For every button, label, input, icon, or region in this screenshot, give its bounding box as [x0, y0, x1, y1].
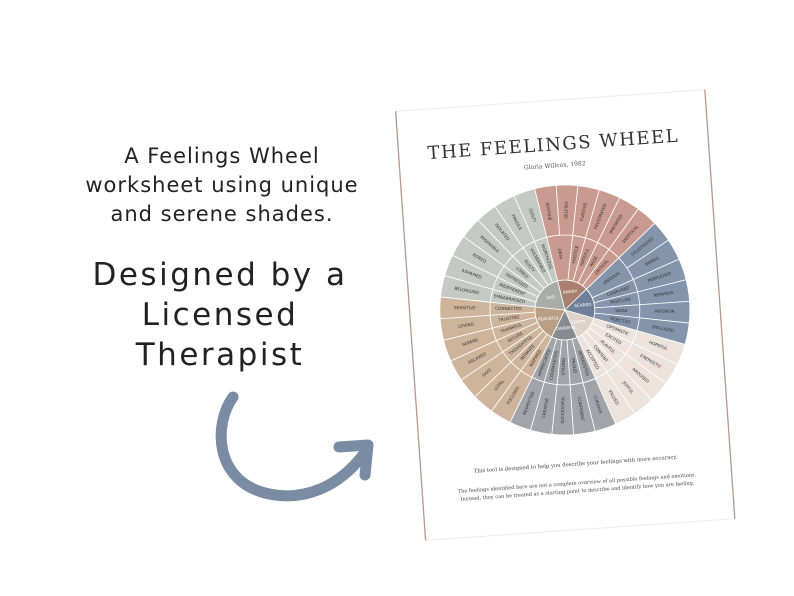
wheel-mid-label: REJECTED: [610, 316, 631, 325]
wheel-outer-label: GUILTY: [528, 208, 538, 224]
headline-line-1: Designed by a: [92, 257, 348, 293]
wheel-mid-label: HURT: [557, 247, 563, 259]
tagline-line-2: worksheet using unique: [85, 173, 359, 197]
wheel-core-label: ANGRY: [563, 289, 578, 295]
wheel-outer-label: JEALOUS: [545, 202, 553, 222]
wheel-mid-label: HOSTILE: [571, 245, 579, 264]
wheel-core-label: SCARED: [574, 302, 592, 308]
wheel-outer-label: FURIOUS: [579, 202, 588, 222]
wheel-outer-label: CURIOUS: [592, 395, 603, 415]
wheel-mid-label: STRONG: [561, 358, 566, 376]
tagline-line-3: and serene shades.: [110, 202, 334, 226]
wheel-mid-label: CONNECTED: [495, 306, 522, 311]
wheel-mid-label: INSECURE: [610, 296, 632, 304]
wheel-outer-label: HOPEFUL: [648, 340, 669, 352]
wheel-outer-label: LOVING: [458, 321, 474, 328]
wheel-outer-label: BORED: [644, 255, 659, 267]
headline: Designed by a Licensed Therapist: [70, 255, 370, 375]
wheel-outer-label: SUCCESSFUL: [560, 396, 565, 424]
wheel-core-label: PEACEFUL: [538, 315, 560, 322]
worksheet-author: Gloria Willcox, 1982: [524, 160, 586, 171]
worksheet-left-rule: [394, 111, 427, 541]
tagline: A Feelings Wheel worksheet using unique …: [82, 142, 362, 229]
wheel-outer-label: INFERIOR: [655, 309, 675, 314]
wheel-outer-label: CREATIVE: [541, 397, 550, 418]
wheel-outer-label: BELONGING: [454, 286, 479, 296]
curved-arrow-icon: [215, 391, 374, 502]
wheel-outer-label: SAFE: [481, 367, 493, 378]
wheel-outer-label: SELFISH: [563, 201, 568, 218]
wheel-outer-label: SENSITIVE: [454, 305, 476, 310]
worksheet-right-rule: [704, 89, 736, 519]
wheel-mid-label: EMBARRASSED: [493, 293, 525, 304]
headline-line-3: Therapist: [135, 337, 305, 373]
wheel-mid-label: COURAGEOUS: [548, 350, 559, 380]
wheel-core-label: POWERFUL: [553, 325, 577, 332]
wheel-outer-label: NERVOUS: [653, 290, 674, 298]
wheel-mid-label: TRUSTING: [497, 314, 520, 322]
wheel-outer-label: EXCLUDED: [652, 324, 675, 333]
wheel-outer-label: BORED: [472, 252, 487, 264]
wheel-core-label: SAD: [546, 295, 555, 301]
wheel-outer-label: CONFIDENT: [577, 396, 586, 421]
wheel-outer-guilty: [513, 188, 548, 243]
wheel-mid-label: WEAK: [615, 308, 628, 313]
tagline-line-1: A Feelings Wheel: [124, 144, 320, 168]
wheel-core-label: HAPPY: [572, 319, 586, 325]
wheel-outer-label: SERENE: [461, 337, 479, 347]
wheel-mid-label: RAGE: [588, 255, 598, 268]
wheel-mid-label: HATEFUL: [579, 247, 591, 267]
headline-line-2: Licensed: [141, 297, 299, 333]
wheel-mid-label: PROUD: [571, 358, 578, 374]
